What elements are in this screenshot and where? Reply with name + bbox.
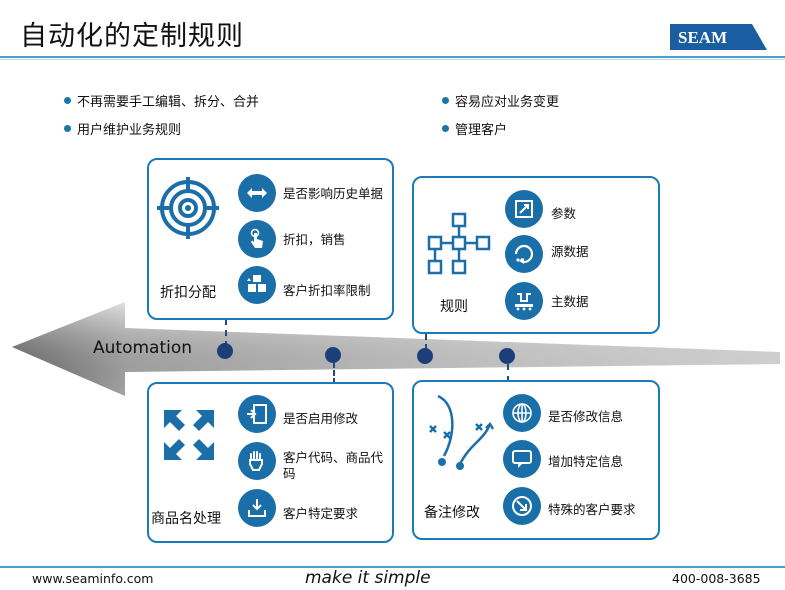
automation-arrow (12, 302, 780, 396)
connector-line (425, 334, 427, 350)
card-item-label: 源数据 (551, 244, 589, 259)
bullet-item: 不再需要手工编辑、拆分、合并 (64, 91, 259, 110)
card-item-label: 增加特定信息 (548, 454, 624, 469)
strategy-play-icon (426, 394, 498, 478)
timeline-node (217, 343, 233, 359)
source-data-icon (505, 235, 543, 273)
connector-line (225, 319, 227, 347)
connector-line (507, 364, 509, 382)
card-item-label: 客户折扣率限制 (283, 283, 371, 298)
globe-icon (503, 394, 541, 432)
enable-edit-icon (238, 395, 276, 433)
bullet-item: 容易应对业务变更 (442, 91, 559, 110)
timeline-node (325, 347, 341, 363)
hand-icon (238, 442, 276, 480)
arrow-circle-icon (503, 487, 541, 525)
connector-line (333, 362, 335, 384)
footer-divider (0, 566, 785, 568)
card-item-label: 客户代码、商品代码 (283, 450, 384, 481)
card-item-label: 主数据 (551, 294, 589, 309)
header-divider (0, 56, 785, 58)
logo-text: SEAM (678, 28, 727, 47)
header-divider-light (0, 59, 785, 60)
page-title: 自动化的定制规则 (20, 21, 244, 52)
parameter-icon (505, 190, 543, 228)
card-item-label: 折扣，销售 (283, 232, 346, 247)
boxes-icon (238, 266, 276, 304)
download-tray-icon (238, 489, 276, 527)
footer-slogan: make it simple (305, 568, 431, 588)
seam-logo: SEAM (670, 24, 767, 50)
card-caption: 商品名处理 (151, 511, 221, 527)
card-caption: 备注修改 (424, 505, 480, 521)
footer-phone: 400-008-3685 (672, 571, 761, 586)
card-caption: 折扣分配 (160, 285, 216, 301)
card-item-label: 是否修改信息 (548, 409, 624, 424)
flowchart-icon (426, 212, 492, 280)
timeline-node (499, 348, 515, 364)
timeline-node (417, 348, 433, 364)
card-item-label: 参数 (551, 206, 577, 221)
footer-website[interactable]: www.seaminfo.com (32, 571, 154, 586)
card-item-label: 客户特定要求 (283, 506, 359, 521)
expand-arrows-icon (162, 408, 216, 466)
bullet-item: 管理客户 (442, 119, 507, 138)
bullet-item: 用户维护业务规则 (64, 119, 181, 138)
message-bubble-icon (503, 440, 541, 478)
automation-label: Automation (93, 338, 193, 358)
master-data-icon (505, 282, 543, 320)
card-item-label: 是否启用修改 (283, 411, 359, 426)
target-icon (157, 177, 219, 243)
double-arrow-icon (238, 174, 276, 212)
card-caption: 规则 (440, 299, 468, 315)
card-item-label: 是否影响历史单据 (283, 186, 384, 201)
card-item-label: 特殊的客户要求 (548, 502, 636, 517)
touch-hand-icon (238, 220, 276, 258)
